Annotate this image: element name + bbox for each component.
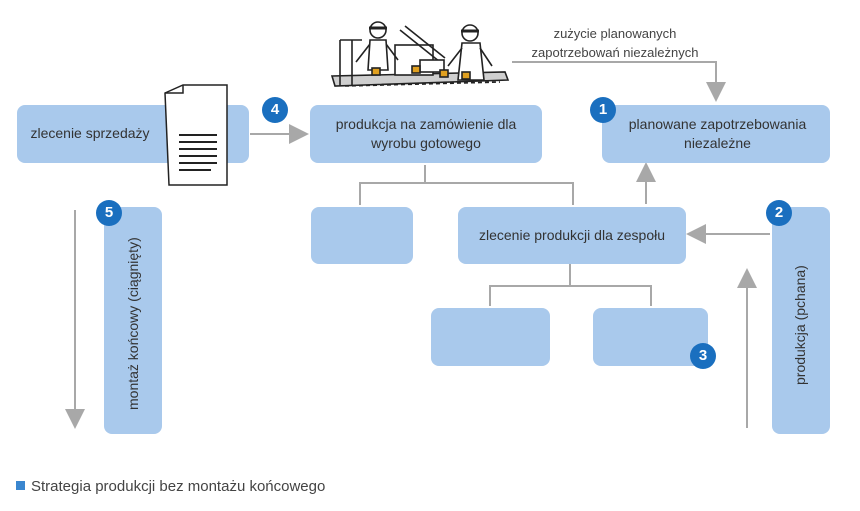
make-to-order-label: produkcja na zamówienie dla wyrobu gotow…: [335, 116, 517, 151]
figure-caption: Strategia produkcji bez montażu końcoweg…: [16, 478, 325, 495]
caption-text: Strategia produkcji bez montażu końcoweg…: [31, 478, 326, 495]
badge-1: 1: [590, 97, 616, 123]
planned-independent-box: [602, 105, 830, 163]
caption-bullet-icon: [16, 481, 25, 490]
badge-4: 4: [262, 97, 288, 123]
empty-box-bottom-right: [593, 308, 708, 366]
empty-box-bottom-left: [431, 308, 550, 366]
assembly-order-box: [458, 207, 686, 264]
empty-box-left: [311, 207, 413, 264]
tree-top: [359, 165, 574, 205]
badge-3: 3: [690, 343, 716, 369]
tree-bottom: [489, 262, 652, 306]
badge-5: 5: [96, 200, 122, 226]
final-assembly-box: [104, 207, 162, 434]
push-production-box: [772, 207, 830, 434]
make-to-order-box: [310, 105, 542, 163]
consumption-annotation: zużycie planowanych zapotrzebowań niezal…: [531, 26, 699, 60]
assembly-order-label: zlecenie produkcji dla zespołu: [479, 227, 665, 243]
planned-independent-label: planowane zapotrzebowania niezależne: [628, 116, 807, 151]
badge-2: 2: [766, 200, 792, 226]
sales-order-label: zlecenie sprzedaży: [30, 125, 150, 141]
arrow-consumption: [512, 61, 726, 102]
